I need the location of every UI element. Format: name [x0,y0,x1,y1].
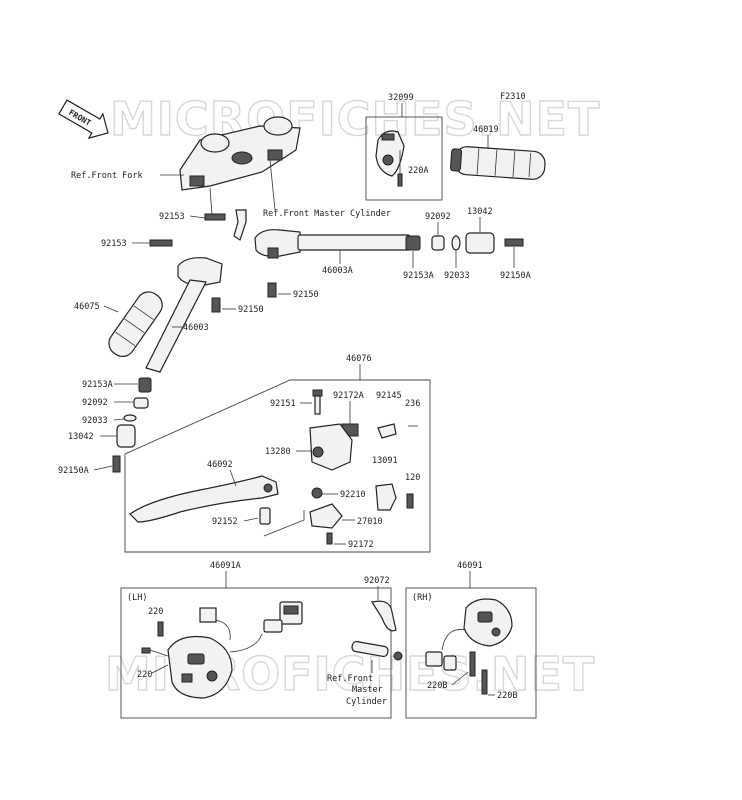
label-cylinder: Cylinder [346,697,387,707]
screw-220B-b [481,669,488,695]
label-46091: 46091 [457,561,483,571]
front-arrow-icon: FRONT [58,99,109,140]
screw-92172 [326,532,333,545]
label-lh: (LH) [127,593,147,603]
label-46092: 46092 [207,460,233,470]
label-220B-b: 220B [497,691,517,701]
bracket-part [233,209,247,241]
lh-switch-box [120,587,392,719]
lh-connector-small [199,607,217,623]
spring-92145 [377,423,397,439]
bolt-120 [406,493,414,509]
rh-connector [425,651,457,671]
label-92152: 92152 [212,517,238,527]
bar-end-weight-left [112,377,152,473]
label-92150A-left: 92150A [58,466,89,476]
throttle-housing-part [375,130,405,177]
label-220B-a: 220B [427,681,447,691]
left-grip-part [108,291,163,358]
bolt-92151 [314,395,321,415]
label-220A: 220A [408,166,428,176]
label-92172A: 92172A [333,391,364,401]
label-92150-a: 92150 [293,290,319,300]
label-92172: 92172 [348,540,374,550]
diagram-code: F2310 [500,92,526,102]
label-ref-front-fork: Ref.Front Fork [71,171,143,181]
throttle-grip-part [449,146,546,180]
label-13091: 13091 [372,456,398,466]
label-120: 120 [405,473,420,483]
right-handlebar-part [254,229,411,259]
label-92092-left: 92092 [82,398,108,408]
label-13042-top: 13042 [467,207,493,217]
label-92153-b: 92153 [101,239,127,249]
screw-220-b [141,647,151,654]
label-13042-left: 13042 [68,432,94,442]
screw-220-a [157,621,164,637]
label-27010: 27010 [357,517,383,527]
label-220-a: 220 [148,607,163,617]
label-92033-top: 92033 [444,271,470,281]
label-220-b: 220 [137,670,152,680]
label-92150-b: 92150 [238,305,264,315]
bolt-92150-b [211,297,221,313]
bar-end-weight-top [405,232,524,254]
label-92153A-top: 92153A [403,271,434,281]
label-92153-a: 92153 [159,212,185,222]
label-46076: 46076 [346,354,372,364]
triple-clamp-part [179,116,301,191]
label-32099: 32099 [388,93,414,103]
left-handlebar-part [145,257,223,373]
throttle-housing-box [365,116,443,201]
label-rh: (RH) [412,593,432,603]
bolt-92153-a [204,213,226,221]
label-ref-front: Ref.Front [327,674,373,684]
switch-27010 [309,503,343,529]
label-13280: 13280 [265,447,291,457]
screw-220B-a [469,651,476,677]
label-236: 236 [405,399,420,409]
bolt-92151-head [312,389,323,397]
rh-switch-housing [463,598,513,647]
clamp-13091 [375,483,397,511]
label-46075: 46075 [74,302,100,312]
label-92033-left: 92033 [82,416,108,426]
bolt-92150-a [267,282,277,298]
label-92151: 92151 [270,399,296,409]
label-92153A-left: 92153A [82,380,113,390]
lh-switch-housing [167,635,233,699]
label-46003: 46003 [183,323,209,333]
label-46019: 46019 [473,125,499,135]
rh-switch-box [405,587,537,719]
lh-connector-large [263,601,303,633]
master-cylinder-ref-part [351,640,403,661]
label-92150A-top: 92150A [500,271,531,281]
label-92092-top: 92092 [425,212,451,222]
label-46091A: 46091A [210,561,241,571]
bolt-92153-b [149,239,173,247]
spacer-92152 [259,507,271,525]
lever-holder-13280 [309,423,353,471]
clutch-lever-46092 [129,475,279,523]
label-92145: 92145 [376,391,402,401]
watermark-top: MICROFICHES.NET [110,92,600,146]
label-ref-front-master-cylinder: Ref.Front Master Cylinder [263,209,391,219]
label-master: Master [352,685,383,695]
label-92072: 92072 [364,576,390,586]
nut-92210 [311,487,323,499]
clamp-92072 [371,600,397,632]
label-92210: 92210 [340,490,366,500]
label-46003A: 46003A [322,266,353,276]
